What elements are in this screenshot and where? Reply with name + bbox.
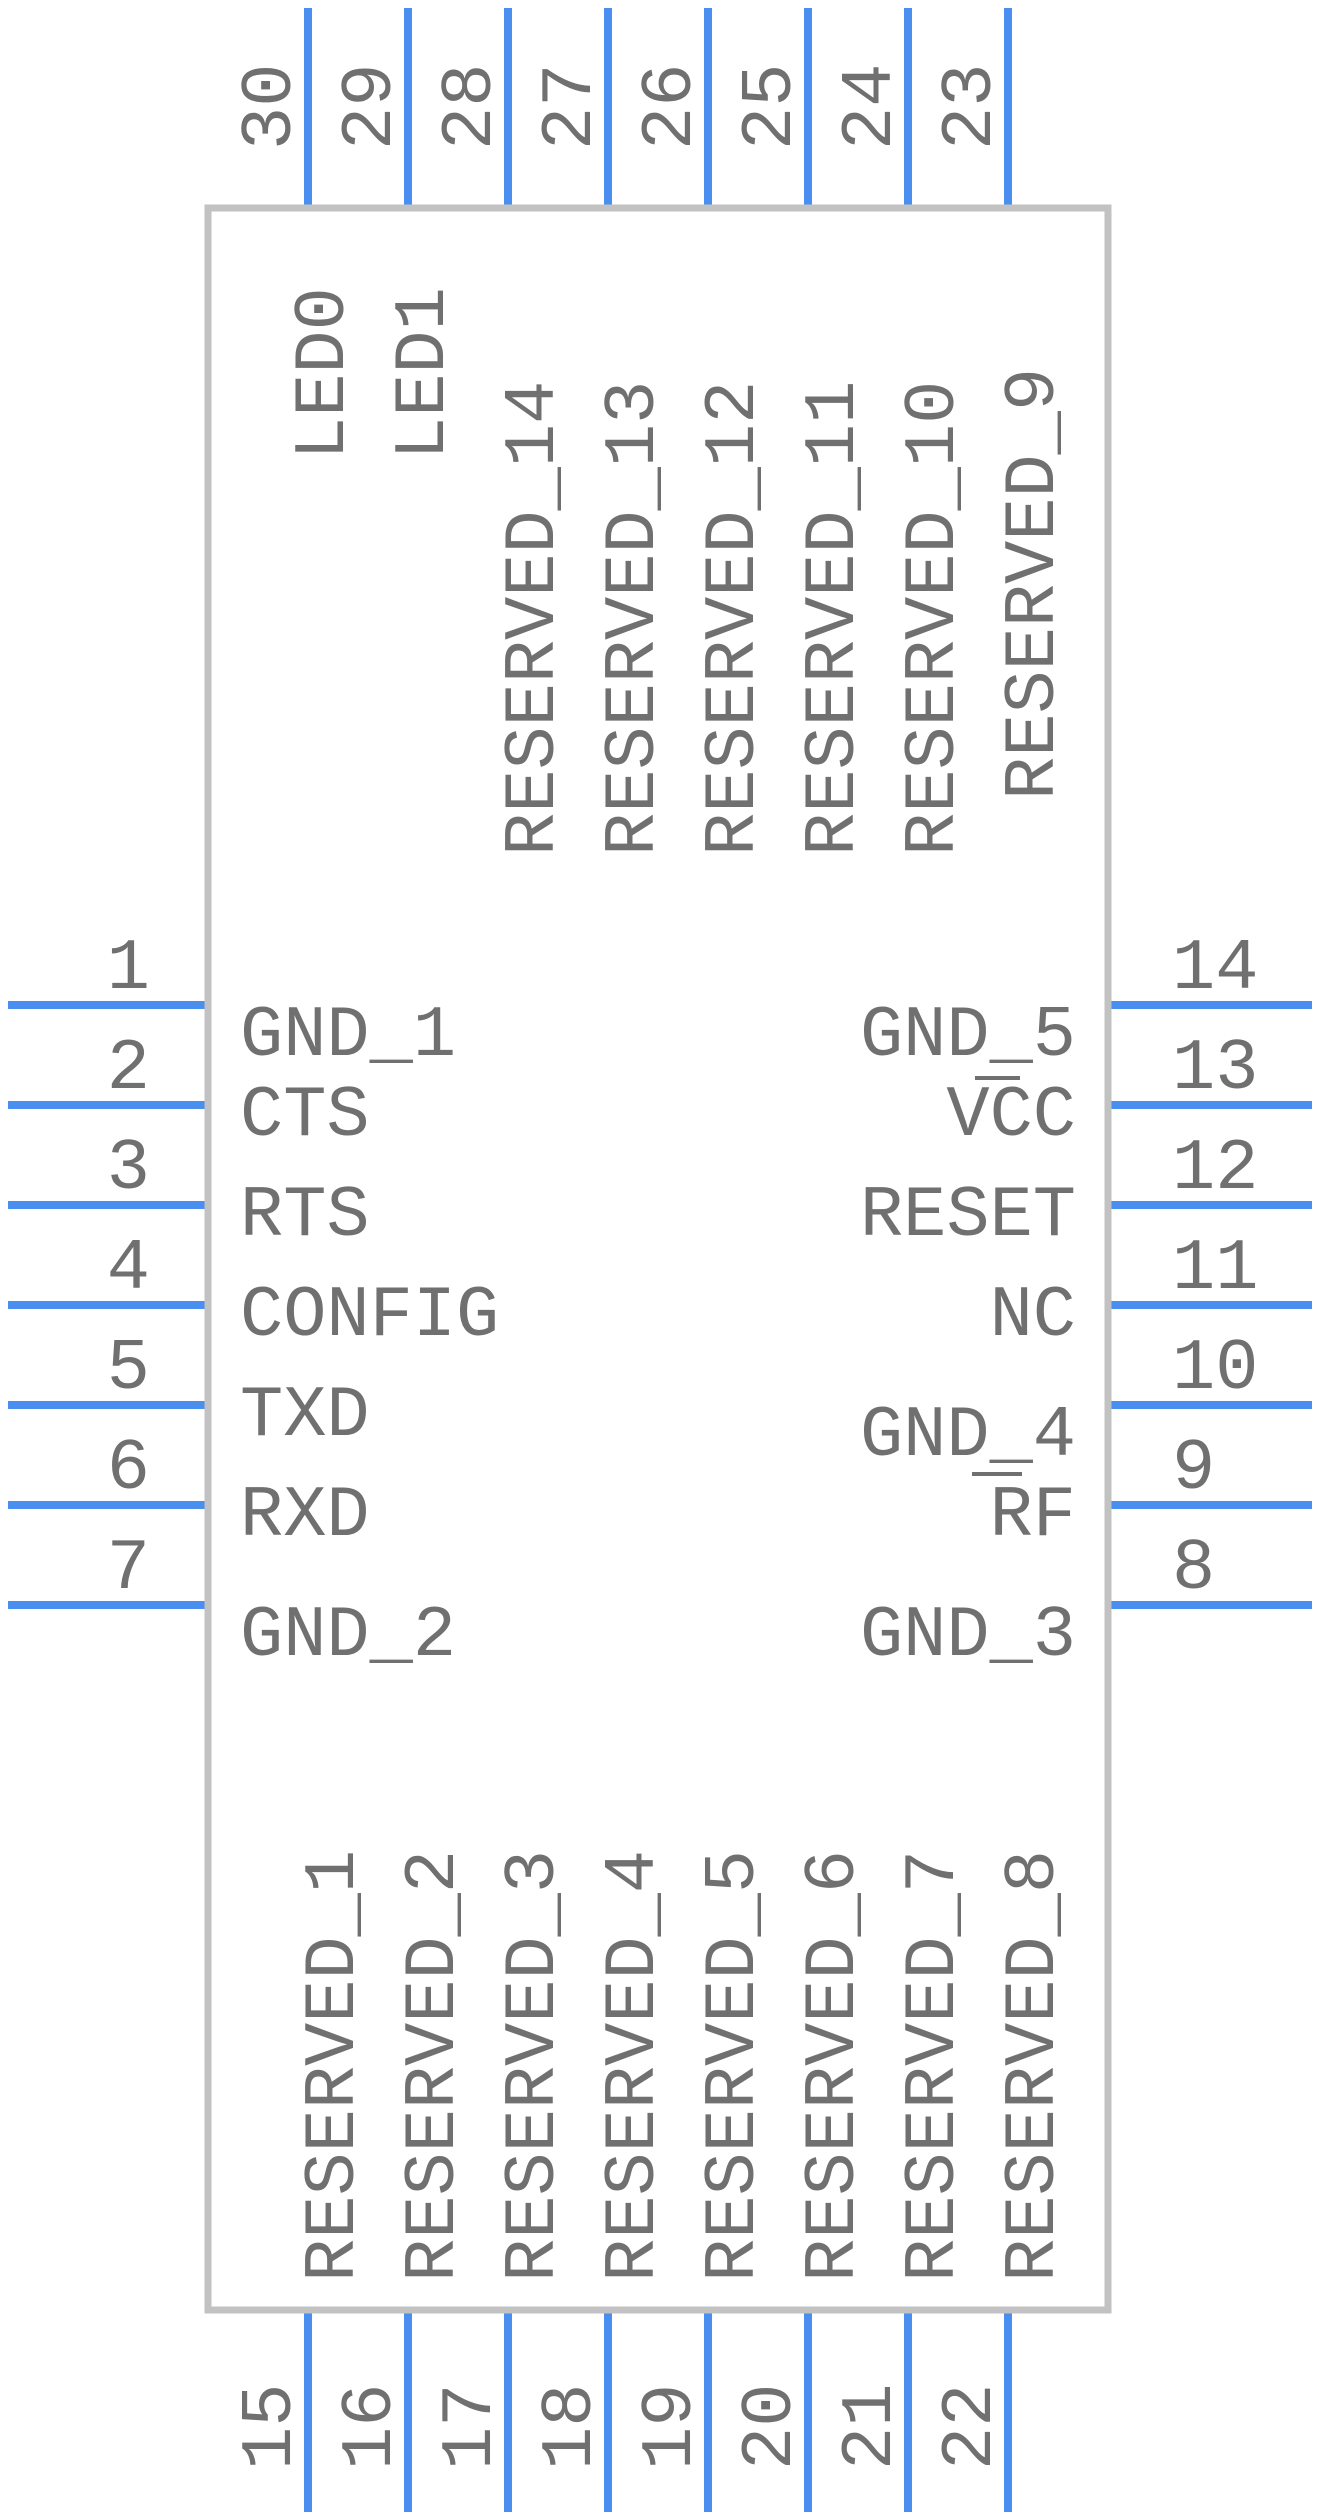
pin-number-5: 5 bbox=[107, 1328, 150, 1410]
pin-name-gnd-3: GND_3 bbox=[860, 1595, 1076, 1677]
pin-number-21: 21 bbox=[830, 2384, 912, 2470]
pin-name-gnd-1: GND_1 bbox=[240, 995, 456, 1077]
pin-number-28: 28 bbox=[430, 64, 512, 150]
bottom-pin-numbers: 15 16 17 18 19 20 21 22 bbox=[230, 2384, 1012, 2470]
pin-name-gnd-4: GND_4 bbox=[860, 1395, 1076, 1477]
pin-name-reserved-8: RESERVED_8 bbox=[993, 1850, 1075, 2282]
pin-name-reserved-14: RESERVED_14 bbox=[493, 381, 575, 856]
bottom-pin-lines bbox=[304, 2310, 1012, 2512]
pin-number-12: 12 bbox=[1172, 1128, 1258, 1210]
pin-name-txd: TXD bbox=[240, 1375, 370, 1457]
pin-name-gnd-5: GND_5 bbox=[860, 995, 1076, 1077]
pin-name-cts: CTS bbox=[240, 1075, 370, 1157]
pin-name-gnd-2: GND_2 bbox=[240, 1595, 456, 1677]
pin-name-reserved-12: RESERVED_12 bbox=[693, 381, 775, 856]
right-pin-numbers: 14 13 12 11 10 9 8 bbox=[1172, 928, 1258, 1610]
left-pin-lines bbox=[8, 1001, 208, 1609]
pin-number-7: 7 bbox=[107, 1528, 150, 1610]
pin-name-reserved-11: RESERVED_11 bbox=[793, 381, 875, 856]
pin-number-25: 25 bbox=[730, 64, 812, 150]
pin-number-17: 17 bbox=[430, 2384, 512, 2470]
pin-name-config: CONFIG bbox=[240, 1275, 499, 1357]
pin-number-9: 9 bbox=[1172, 1428, 1215, 1510]
pin-number-22: 22 bbox=[930, 2384, 1012, 2470]
pin-number-23: 23 bbox=[930, 64, 1012, 150]
pin-number-26: 26 bbox=[630, 64, 712, 150]
pin-number-6: 6 bbox=[107, 1428, 150, 1510]
top-pin-names: LED0 LED1 RESERVED_14 RESERVED_13 RESERV… bbox=[283, 287, 1075, 856]
pin-number-11: 11 bbox=[1172, 1228, 1258, 1310]
pin-number-19: 19 bbox=[630, 2384, 712, 2470]
top-pin-numbers: 30 29 28 27 26 25 24 23 bbox=[230, 64, 1012, 150]
pin-name-reserved-13: RESERVED_13 bbox=[593, 381, 675, 856]
pin-name-rxd: RXD bbox=[240, 1475, 370, 1557]
pin-number-2: 2 bbox=[107, 1028, 150, 1110]
pin-number-29: 29 bbox=[330, 64, 412, 150]
pin-number-13: 13 bbox=[1172, 1028, 1258, 1110]
right-pin-lines bbox=[1108, 1001, 1312, 1609]
pin-name-reserved-10: RESERVED_10 bbox=[893, 381, 975, 856]
pin-name-reserved-5: RESERVED_5 bbox=[693, 1850, 775, 2282]
pin-name-reserved-6: RESERVED_6 bbox=[793, 1850, 875, 2282]
pin-number-14: 14 bbox=[1172, 928, 1258, 1010]
component-body bbox=[204, 204, 1112, 2314]
pin-number-10: 10 bbox=[1172, 1328, 1258, 1410]
left-pin-names: GND_1 CTS RTS CONFIG TXD RXD GND_2 bbox=[240, 995, 499, 1677]
pin-number-1: 1 bbox=[107, 928, 150, 1010]
pin-number-16: 16 bbox=[330, 2384, 412, 2470]
bottom-pin-names: RESERVED_1 RESERVED_2 RESERVED_3 RESERVE… bbox=[293, 1850, 1075, 2282]
pin-name-vcc: VCC bbox=[946, 1075, 1076, 1157]
pin-number-24: 24 bbox=[830, 64, 912, 150]
pin-number-3: 3 bbox=[107, 1128, 150, 1210]
pin-name-led1: LED1 bbox=[383, 287, 465, 460]
top-pin-lines bbox=[304, 8, 1012, 208]
pin-name-led0: LED0 bbox=[283, 287, 365, 460]
pin-name-reset: RESET bbox=[860, 1175, 1076, 1257]
pin-number-30: 30 bbox=[230, 64, 312, 150]
pin-name-rts: RTS bbox=[240, 1175, 370, 1257]
pin-number-18: 18 bbox=[530, 2384, 612, 2470]
pin-number-8: 8 bbox=[1172, 1528, 1215, 1610]
pin-number-4: 4 bbox=[107, 1228, 150, 1310]
pin-name-reserved-9: RESERVED_9 bbox=[993, 368, 1075, 800]
left-pin-numbers: 1 2 3 4 5 6 7 bbox=[107, 928, 150, 1610]
pin-number-27: 27 bbox=[530, 64, 612, 150]
pin-number-20: 20 bbox=[730, 2384, 812, 2470]
pin-name-reserved-1: RESERVED_1 bbox=[293, 1850, 375, 2282]
pin-number-15: 15 bbox=[230, 2384, 312, 2470]
pin-name-reserved-3: RESERVED_3 bbox=[493, 1850, 575, 2282]
pin-name-reserved-7: RESERVED_7 bbox=[893, 1850, 975, 2282]
pin-name-reserved-4: RESERVED_4 bbox=[593, 1850, 675, 2282]
pin-name-reserved-2: RESERVED_2 bbox=[393, 1850, 475, 2282]
right-pin-names: GND_5 VCC RESET NC GND_4 RF GND_3 bbox=[860, 995, 1076, 1677]
pin-name-rf: RF bbox=[990, 1475, 1076, 1557]
pin-name-nc: NC bbox=[990, 1275, 1076, 1357]
